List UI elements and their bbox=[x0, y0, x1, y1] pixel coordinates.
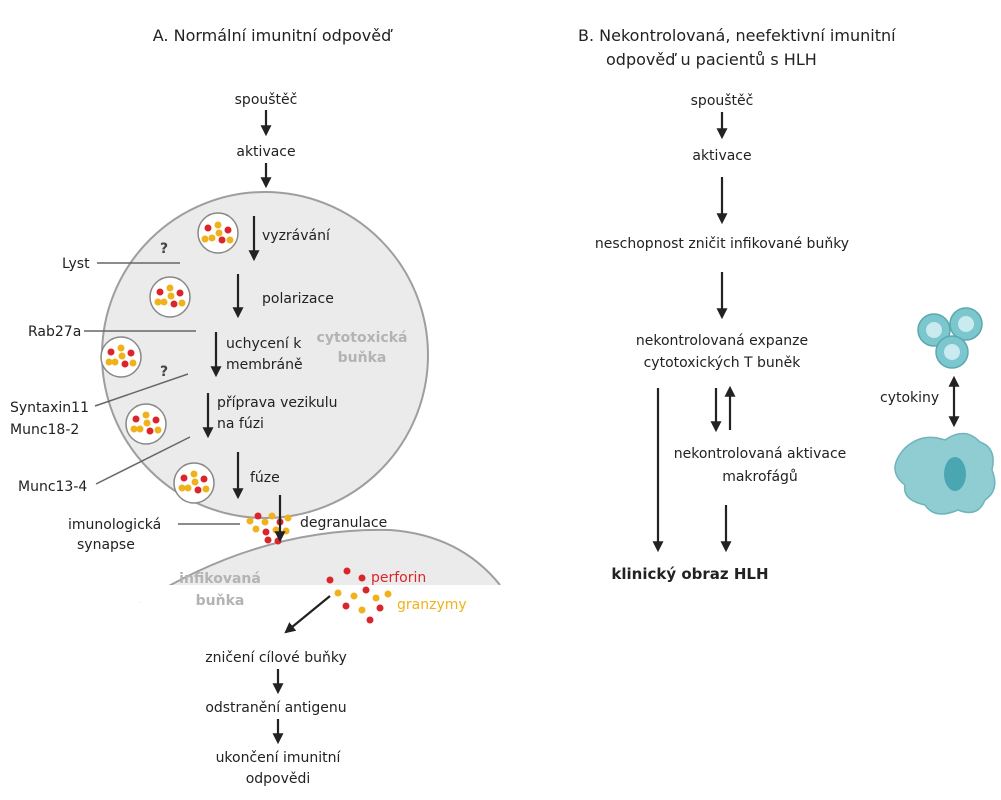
vesicle-2 bbox=[149, 276, 191, 318]
panel-b-title-2: odpověď u pacientů s HLH bbox=[606, 50, 817, 69]
killing-arrow bbox=[284, 595, 331, 634]
termination-label-1: ukončení imunitní bbox=[216, 750, 342, 766]
macrophage-label-1: nekontrolovaná aktivace bbox=[674, 446, 847, 462]
clinical-label: klinický obraz HLH bbox=[611, 565, 768, 583]
step-degranulation: degranulace bbox=[300, 515, 387, 531]
step-priming-1: příprava vezikulu bbox=[217, 395, 338, 411]
activation-label: aktivace bbox=[236, 144, 295, 160]
cytotoxic-cell-label-2: buňka bbox=[338, 350, 387, 366]
step-maturation: vyzrávání bbox=[262, 228, 331, 244]
vesicle-5 bbox=[173, 462, 215, 504]
synapse-granules bbox=[246, 512, 292, 545]
panel-b-title-1: B. Nekontrolovaná, neefektivní imunitní bbox=[578, 26, 896, 45]
panel-b: B. Nekontrolovaná, neefektivní imunitní … bbox=[578, 26, 996, 583]
lymphocyte-cluster bbox=[917, 307, 983, 369]
protein-munc18: Munc18-2 bbox=[10, 422, 79, 438]
panel-a-title: A. Normální imunitní odpověď bbox=[153, 26, 393, 45]
syntaxin11-leader bbox=[94, 373, 189, 407]
b-trigger-label: spouštěč bbox=[691, 93, 754, 109]
released-granules bbox=[326, 567, 392, 624]
step-docking-2: membráně bbox=[226, 357, 303, 373]
step-polarization: polarizace bbox=[262, 291, 334, 307]
granzymes-label: granzymy bbox=[397, 597, 467, 613]
unknown-mark-2: ? bbox=[160, 364, 168, 380]
vesicle-1 bbox=[197, 212, 239, 254]
infected-cell-label-2: buňka bbox=[196, 593, 245, 609]
protein-syntaxin11: Syntaxin11 bbox=[10, 400, 89, 416]
trigger-label: spouštěč bbox=[235, 92, 298, 108]
target-killing-label: zničení cílové buňky bbox=[205, 650, 347, 666]
failure-label: neschopnost zničit infikované buňky bbox=[595, 236, 849, 252]
protein-lyst: Lyst bbox=[62, 256, 90, 272]
antigen-removal-label: odstranění antigenu bbox=[205, 700, 346, 716]
b-activation-label: aktivace bbox=[692, 148, 751, 164]
cytokines-label: cytokiny bbox=[880, 390, 939, 406]
cytotoxic-cell-label-1: cytotoxická bbox=[317, 330, 408, 346]
unknown-mark-1: ? bbox=[160, 241, 168, 257]
vesicle-4 bbox=[125, 403, 167, 445]
infected-cell bbox=[139, 528, 501, 604]
infected-cell-label-1: infikovaná bbox=[179, 571, 261, 587]
protein-munc13: Munc13-4 bbox=[18, 479, 87, 495]
synapse-label-1: imunologická bbox=[68, 517, 161, 533]
munc13-leader bbox=[95, 436, 191, 485]
step-priming-2: na fúzi bbox=[217, 416, 264, 432]
protein-rab27a: Rab27a bbox=[28, 324, 81, 340]
vesicle-3 bbox=[100, 336, 142, 378]
step-fusion: fúze bbox=[250, 470, 280, 486]
termination-label-2: odpovědi bbox=[246, 771, 311, 787]
step-docking-1: uchycení k bbox=[226, 336, 302, 352]
macrophage-nucleus bbox=[944, 457, 966, 491]
expansion-label-1: nekontrolovaná expanze bbox=[636, 333, 808, 349]
expansion-label-2: cytotoxických T buněk bbox=[644, 355, 802, 371]
panel-a: A. Normální imunitní odpověď spouštěč ak… bbox=[10, 26, 510, 787]
macrophage-label-2: makrofágů bbox=[722, 469, 798, 485]
perforin-label: perforin bbox=[371, 570, 426, 586]
synapse-label-2: synapse bbox=[77, 537, 135, 553]
